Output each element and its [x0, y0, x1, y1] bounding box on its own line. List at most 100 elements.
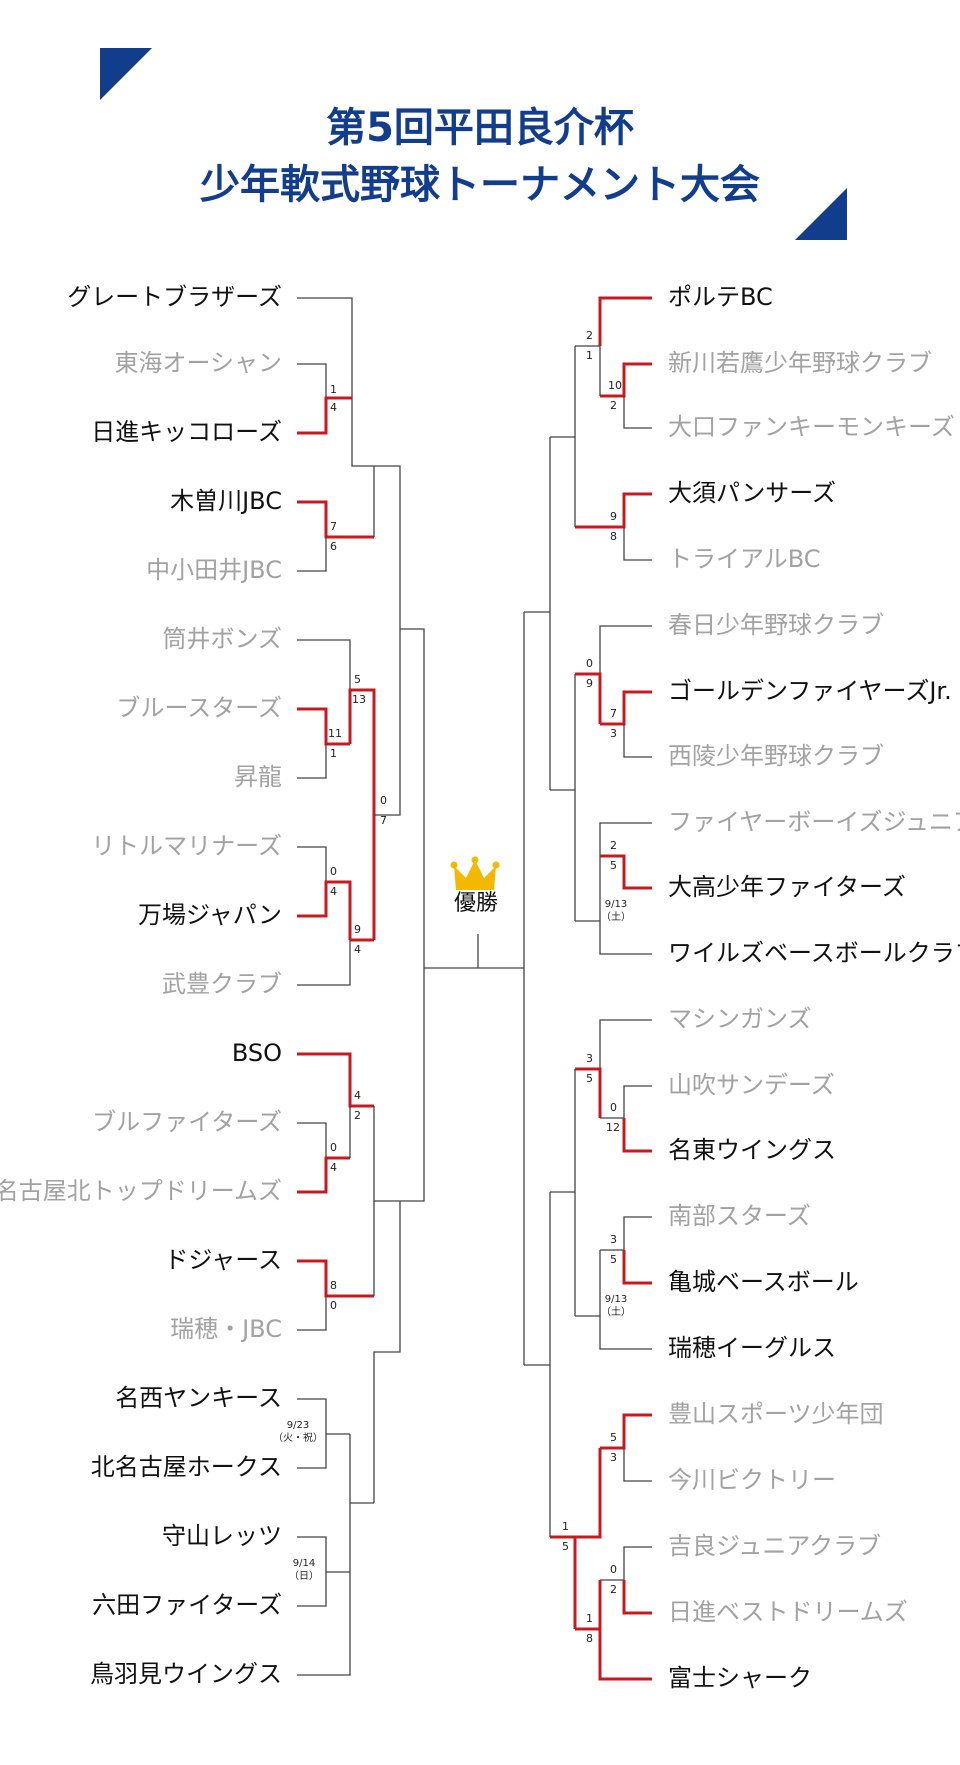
score-l7-top: 0 — [380, 794, 387, 807]
score-r6-top: 2 — [610, 839, 617, 852]
champion-label: 優勝 — [454, 891, 498, 916]
score-l3-bot: 1 — [330, 747, 337, 760]
score-r5-bot: 9 — [586, 677, 593, 690]
left-team-17: 北名古屋ホークス — [91, 1453, 282, 1481]
score-l9-bot: 2 — [354, 1109, 361, 1122]
left-team-2: 日進キッコローズ — [91, 418, 282, 446]
score-r10-bot: 3 — [610, 1451, 617, 1464]
left-team-8: リトルマリナーズ — [91, 832, 282, 860]
left-team-9: 万場ジャパン — [138, 901, 282, 929]
left-team-11: BSO — [232, 1039, 282, 1067]
right-team-12: 山吹サンデーズ — [668, 1071, 835, 1099]
right-team-16: 瑞穂イーグルス — [668, 1334, 836, 1362]
left-scores: 1 4 7 6 11 1 5 13 0 4 9 4 0 7 0 4 4 2 8 … — [328, 383, 387, 1312]
score-r13-top: 1 — [562, 1520, 569, 1533]
right-team-20: 日進ベストドリームズ — [668, 1598, 908, 1626]
score-r11-top: 0 — [610, 1563, 617, 1576]
score-l5-bot: 4 — [330, 885, 337, 898]
right-team-19: 吉良ジュニアクラブ — [668, 1532, 881, 1560]
right-team-10: ワイルズベースボールクラブ — [668, 939, 960, 967]
score-r2-bot: 1 — [586, 349, 593, 362]
score-l10-bot: 0 — [330, 1299, 337, 1312]
left-team-19: 六田ファイターズ — [92, 1591, 282, 1619]
date-r-b-1: 9/13 — [605, 1294, 627, 1305]
right-team-7: 西陵少年野球クラブ — [668, 742, 884, 770]
left-bracket-lines — [297, 297, 480, 1676]
score-r5-top: 0 — [586, 657, 593, 670]
right-team-6: ゴールデンファイヤーズJr. — [668, 677, 952, 705]
score-r1-bot: 2 — [610, 399, 617, 412]
page-title-line-1: 第5回平田良介杯 — [326, 105, 634, 151]
left-team-5: 筒井ボンズ — [162, 625, 282, 653]
score-l4-top: 5 — [354, 673, 361, 686]
right-team-14: 南部スターズ — [668, 1202, 811, 1230]
left-team-16: 名西ヤンキース — [115, 1384, 282, 1412]
score-r8-top: 3 — [586, 1052, 593, 1065]
left-team-list: グレートブラザーズ 東海オーシャン 日進キッコローズ 木曽川JBC 中小田井JB… — [0, 283, 282, 1688]
score-r7-bot: 12 — [606, 1121, 620, 1134]
score-r1-top: 10 — [608, 379, 622, 392]
right-team-1: 新川若鷹少年野球クラブ — [668, 349, 932, 377]
score-l1-top: 1 — [330, 383, 337, 396]
score-r9-top: 3 — [610, 1233, 617, 1246]
crown-icon — [450, 856, 500, 890]
score-r2-top: 2 — [586, 329, 593, 342]
right-team-15: 亀城ベースボール — [668, 1268, 859, 1296]
score-l6-bot: 4 — [354, 943, 361, 956]
right-team-9: 大高少年ファイターズ — [668, 873, 906, 901]
corner-decoration-bottom-right — [795, 188, 847, 240]
score-r7-top: 0 — [610, 1101, 617, 1114]
date-l-b-1: 9/14 — [293, 1558, 315, 1569]
score-l1-bot: 4 — [330, 401, 337, 414]
left-team-7: 昇龍 — [234, 763, 282, 791]
score-r3-bot: 8 — [610, 530, 617, 543]
score-l4-bot: 13 — [352, 693, 366, 706]
champion-area: 優勝 — [450, 856, 500, 968]
date-l-a-1: 9/23 — [287, 1420, 309, 1431]
page-title-line-2: 少年軟式野球トーナメント大会 — [200, 162, 760, 208]
left-team-10: 武豊クラブ — [162, 970, 282, 998]
right-team-8: ファイヤーボーイズジュニア — [668, 808, 960, 836]
right-bracket-lines — [480, 296, 652, 1681]
left-team-12: ブルファイターズ — [92, 1108, 282, 1136]
score-r3-top: 9 — [610, 510, 617, 523]
score-l7-bot: 7 — [380, 814, 387, 827]
right-team-4: トライアルBC — [668, 545, 821, 573]
left-dates: 9/23 （火・祝） 9/14 （日） — [273, 1420, 323, 1582]
score-l2-bot: 6 — [330, 540, 337, 553]
score-l6-top: 9 — [354, 923, 361, 936]
left-team-13: 名古屋北トップドリームズ — [0, 1177, 282, 1205]
right-team-11: マシンガンズ — [668, 1005, 812, 1033]
left-team-6: ブルースターズ — [116, 694, 282, 722]
score-r11-bot: 2 — [610, 1583, 617, 1596]
right-team-3: 大須パンサーズ — [668, 479, 836, 507]
right-team-21: 富士シャーク — [668, 1664, 812, 1692]
score-l8-top: 0 — [330, 1141, 337, 1154]
left-team-4: 中小田井JBC — [146, 556, 282, 584]
date-l-b-2: （日） — [289, 1570, 319, 1582]
score-r8-bot: 5 — [586, 1072, 593, 1085]
score-l5-top: 0 — [330, 865, 337, 878]
score-r10-top: 5 — [610, 1431, 617, 1444]
right-team-list: ポルテBC 新川若鷹少年野球クラブ 大口ファンキーモンキーズ 大須パンサーズ ト… — [668, 283, 960, 1692]
score-l3-top: 11 — [328, 727, 342, 740]
right-team-0: ポルテBC — [668, 283, 773, 311]
left-team-0: グレートブラザーズ — [67, 283, 282, 311]
right-team-5: 春日少年野球クラブ — [668, 611, 884, 639]
left-team-20: 鳥羽見ウイングス — [90, 1660, 282, 1688]
right-dates: 9/13 （土） 9/13 （土） — [601, 899, 631, 1318]
date-r-a-2: （土） — [601, 910, 631, 923]
date-r-a-1: 9/13 — [605, 899, 627, 910]
score-r12-bot: 8 — [586, 1632, 593, 1645]
score-r6-bot: 5 — [610, 859, 617, 872]
right-scores: 10 2 2 1 9 8 7 3 0 9 2 5 0 12 3 5 3 5 5 … — [562, 329, 622, 1645]
date-r-b-2: （土） — [601, 1305, 631, 1318]
left-team-14: ドジャース — [164, 1246, 282, 1274]
left-team-1: 東海オーシャン — [114, 349, 282, 377]
score-r4-bot: 3 — [610, 727, 617, 740]
score-r13-bot: 5 — [562, 1540, 569, 1553]
right-team-18: 今川ビクトリー — [668, 1466, 836, 1494]
right-team-17: 豊山スポーツ少年団 — [668, 1400, 884, 1428]
score-l8-bot: 4 — [330, 1161, 337, 1174]
